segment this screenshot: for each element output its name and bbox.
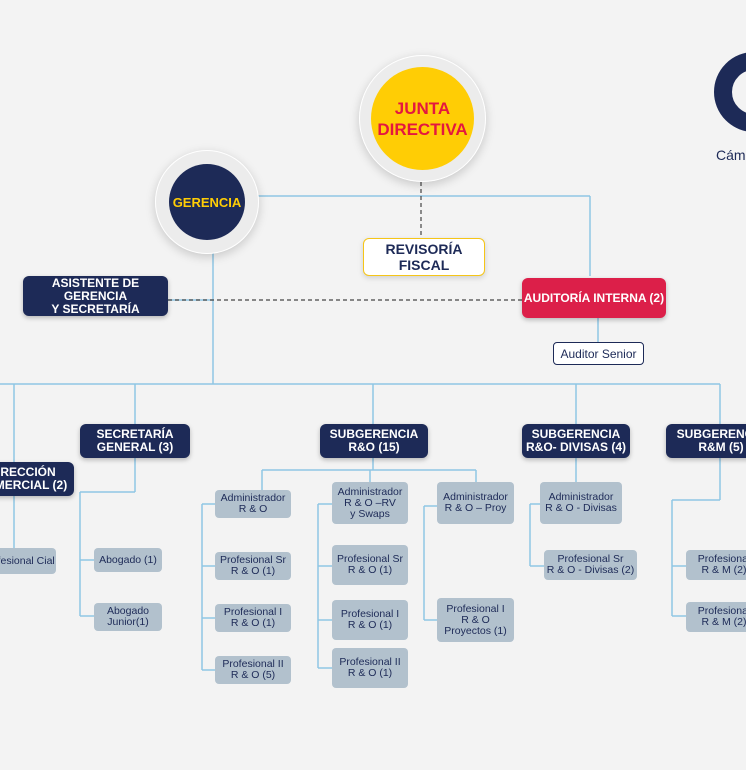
abogado-junior-box: Abogado Junior(1) [94, 603, 162, 631]
profesional-i-proy-box: Profesional I R & O Proyectos (1) [437, 598, 514, 642]
profesional-sr-ro-box: Profesional Sr R & O (1) [215, 552, 291, 580]
secretaria-general-box: SECRETARÍA GENERAL (3) [80, 424, 190, 458]
asistente-gerencia-box: ASISTENTE DE GERENCIA Y SECRETARÍA [23, 276, 168, 316]
administrador-proy-box: Administrador R & O – Proy [437, 482, 514, 524]
junta-directiva-node: JUNTA DIRECTIVA [359, 55, 486, 182]
direccion-comercial-box: DIRECCIÓN COMERCIAL (2) [0, 462, 74, 496]
profesional-rm-1-box: Profesional R & M (2) [686, 550, 746, 580]
profesional-rm-2-box: Profesional R & M (2) [686, 602, 746, 632]
profesional-ii-ro-box: Profesional II R & O (5) [215, 656, 291, 684]
logo-text: Cám [716, 147, 746, 163]
auditor-senior-box: Auditor Senior [553, 342, 644, 365]
profesional-sr-rv-box: Profesional Sr R & O (1) [332, 545, 408, 585]
profesional-i-rv-box: Profesional I R & O (1) [332, 600, 408, 640]
gerencia-label: GERENCIA [169, 164, 245, 240]
profesional-sr-divisas-box: Profesional Sr R & O - Divisas (2) [544, 550, 637, 580]
subgerencia-divisas-box: SUBGERENCIA R&O- DIVISAS (4) [522, 424, 630, 458]
profesional-i-ro-box: Profesional I R & O (1) [215, 604, 291, 632]
administrador-ro-box: Administrador R & O [215, 490, 291, 518]
gerencia-node: GERENCIA [155, 150, 259, 254]
revisoria-fiscal-box: REVISORÍA FISCAL [363, 238, 485, 276]
subgerencia-ro-box: SUBGERENCIA R&O (15) [320, 424, 428, 458]
administrador-divisas-box: Administrador R & O - Divisas [540, 482, 622, 524]
profesional-cial-box: Profesional Cial [0, 548, 56, 574]
auditoria-interna-box: AUDITORÍA INTERNA (2) [522, 278, 666, 318]
junta-directiva-label: JUNTA DIRECTIVA [371, 67, 474, 170]
profesional-ii-rv-box: Profesional II R & O (1) [332, 648, 408, 688]
abogado-box: Abogado (1) [94, 548, 162, 572]
administrador-rv-box: Administrador R & O –RV y Swaps [332, 482, 408, 524]
subgerencia-rm-box: SUBGERENCIA R&M (5) [666, 424, 746, 458]
